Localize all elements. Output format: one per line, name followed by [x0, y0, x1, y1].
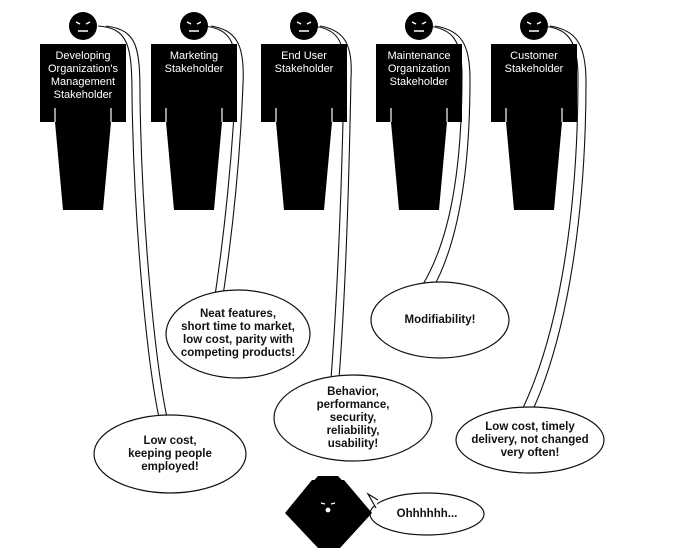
tail-end-user — [311, 25, 345, 393]
bubble-text-end-user: Behavior, performance, security, reliabi… — [316, 385, 390, 450]
stakeholder-figure-management — [40, 12, 126, 210]
bubble-marketing — [165, 289, 311, 379]
bubble-text-architect: Ohhhhhh... — [396, 507, 458, 520]
bubble-text-maintenance: Modifiability! — [404, 313, 476, 326]
architect-mouth — [325, 507, 331, 513]
bubble-text-marketing: Neat features, short time to market, low… — [180, 308, 296, 359]
label-management: Developing Organization's Management Sta… — [48, 50, 118, 101]
bubble-management — [93, 414, 247, 494]
head-icon — [520, 12, 548, 40]
bubble-end-user — [273, 374, 433, 462]
architect-figure — [285, 476, 372, 548]
bubble-customer — [455, 406, 605, 474]
tail-management — [97, 25, 164, 435]
stakeholder-figure-customer — [491, 12, 577, 210]
label-customer: Customer Stakeholder — [504, 50, 564, 75]
label-maintenance: Maintenance Organization Stakeholder — [387, 50, 451, 88]
head-icon — [405, 12, 433, 40]
label-end-user: End User Stakeholder — [274, 50, 334, 75]
stakeholder-figure-end-user — [261, 12, 347, 210]
stakeholder-figure-marketing — [151, 12, 237, 210]
head-icon — [290, 12, 318, 40]
head-icon — [180, 12, 208, 40]
tail-customer — [519, 25, 579, 415]
head-icon — [69, 12, 97, 40]
bubble-text-management: Low cost, keeping people employed! — [128, 434, 212, 473]
bubble-maintenance — [370, 281, 510, 359]
bubble-text-customer: Low cost, timely delivery, not changed v… — [471, 420, 589, 459]
label-marketing: Marketing Stakeholder — [164, 50, 224, 75]
stakeholder-figure-maintenance — [376, 12, 462, 210]
